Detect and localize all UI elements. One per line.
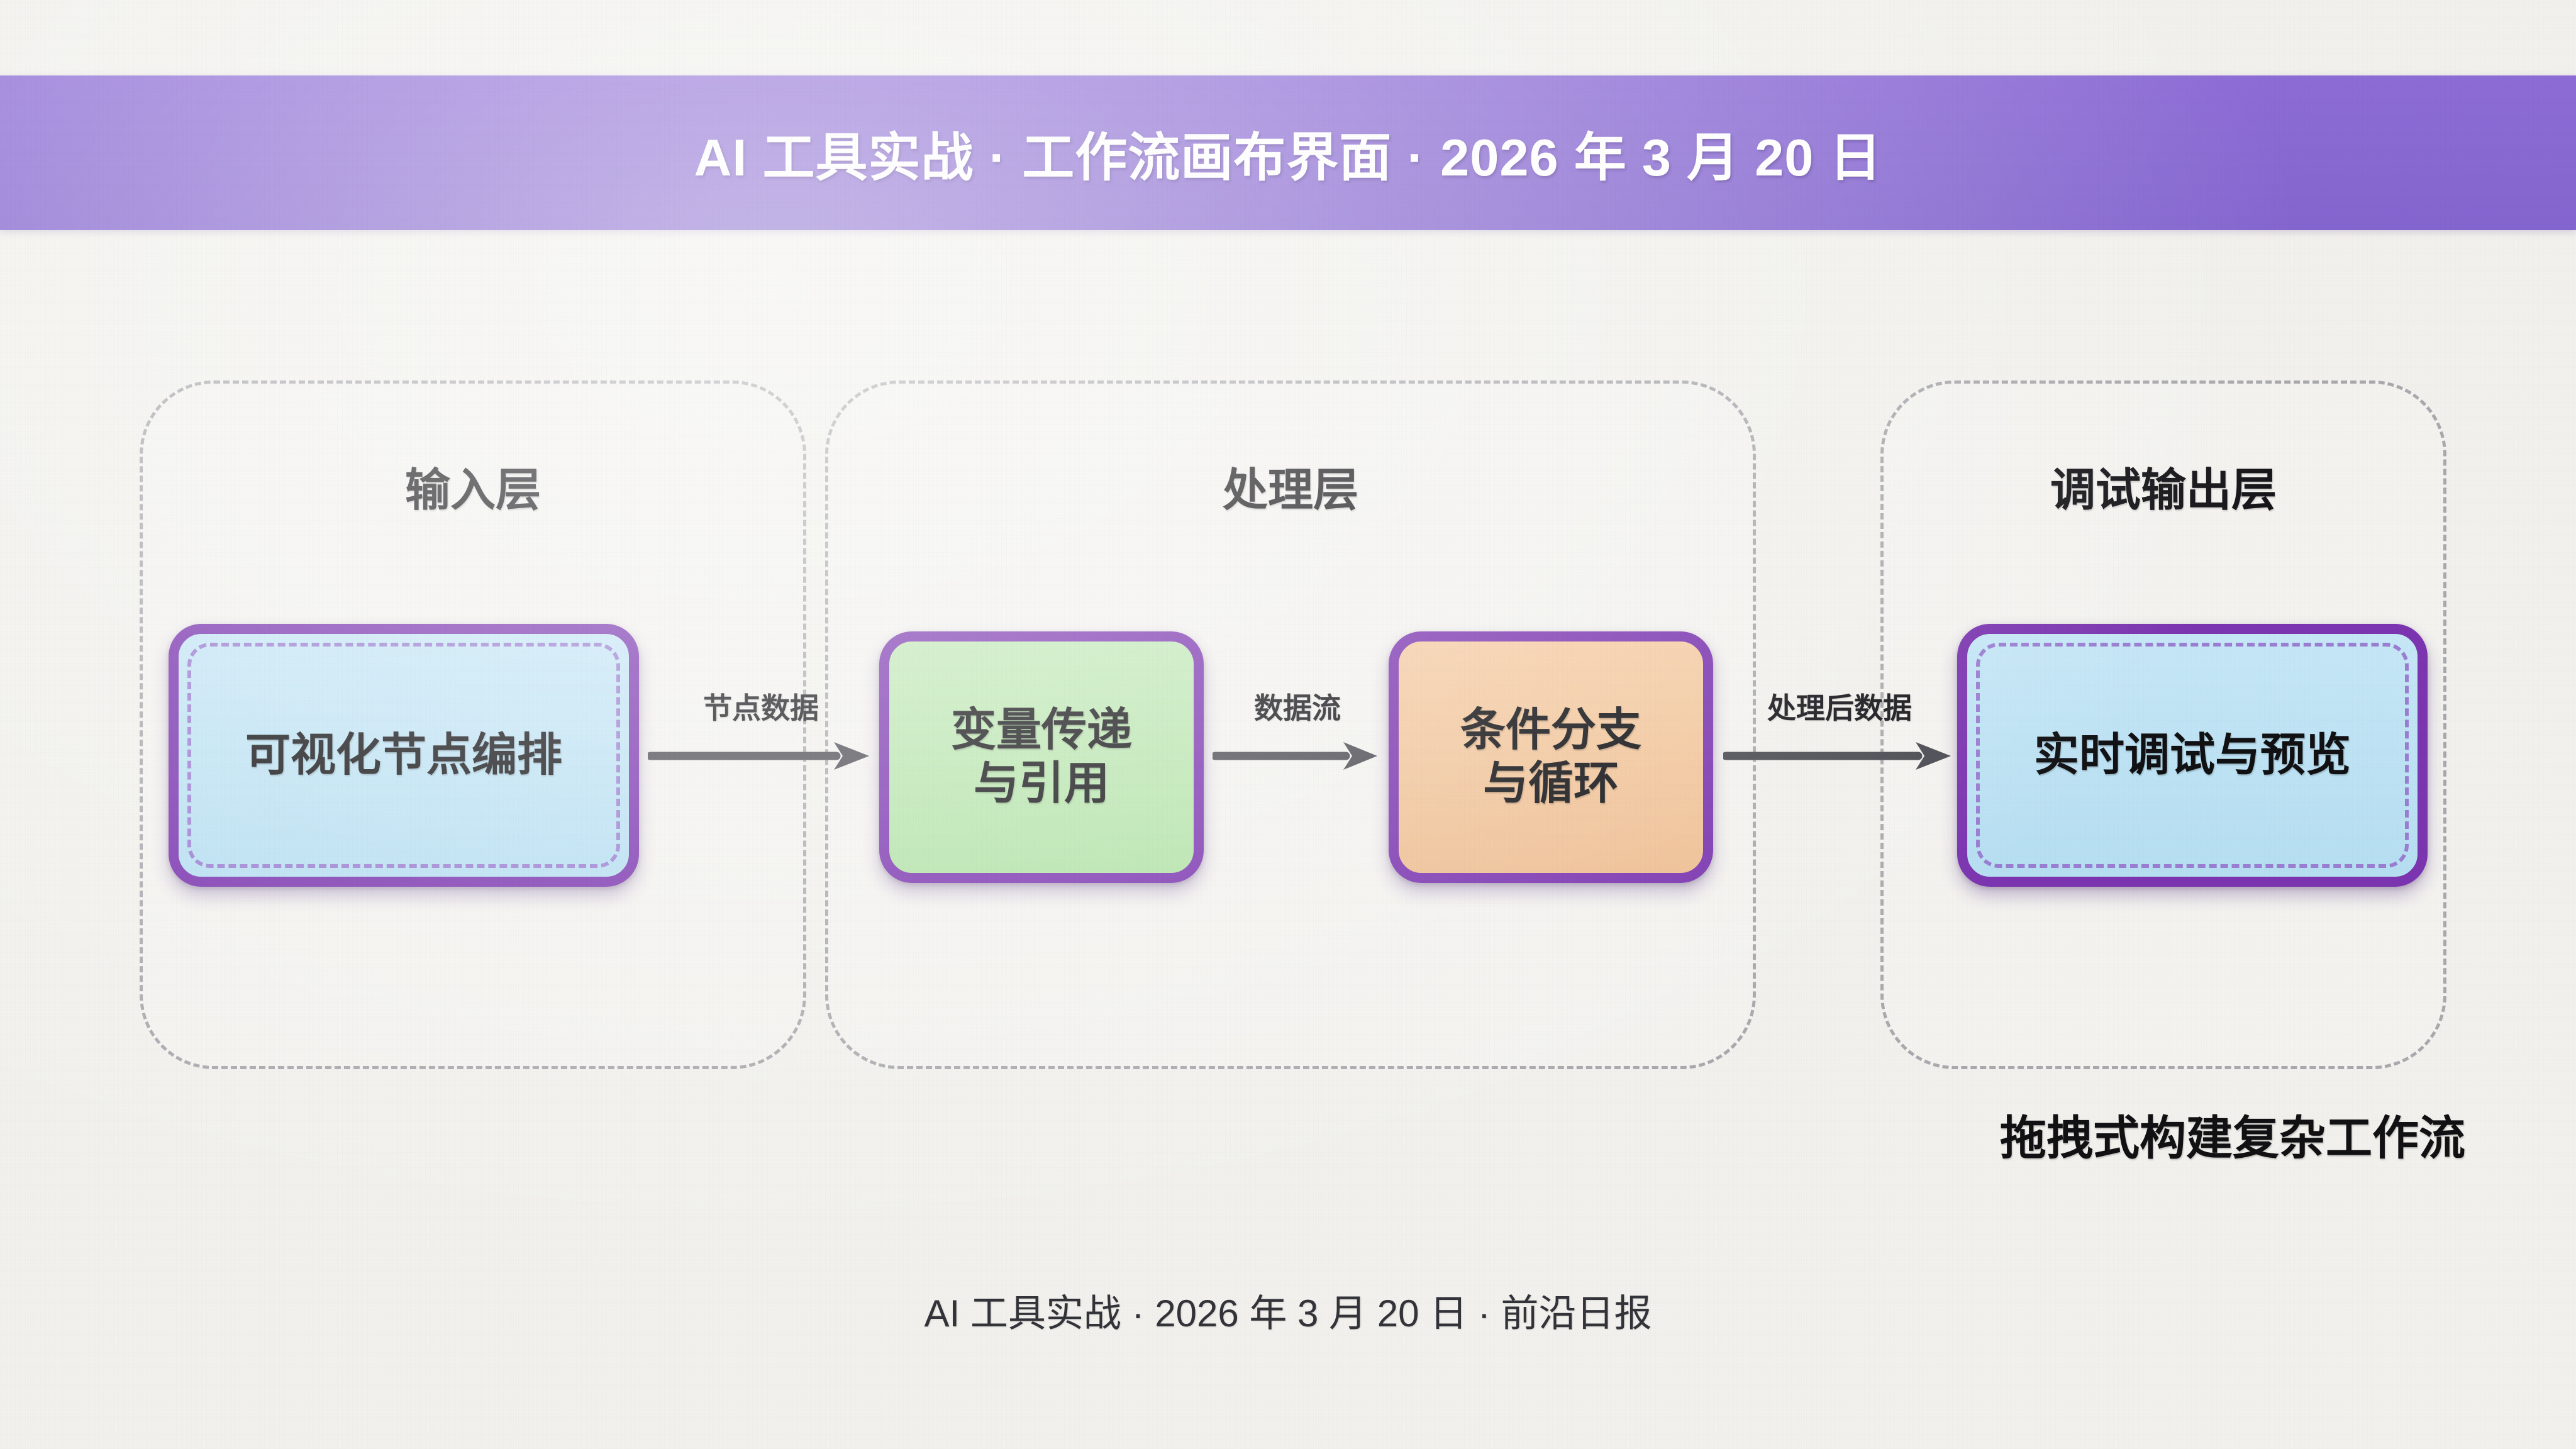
node-visual-orchestration[interactable]: 可视化节点编排 xyxy=(169,624,639,887)
group-label-output-layer: 调试输出层 xyxy=(2050,465,2277,516)
connector-node-data: 节点数据 xyxy=(648,686,874,805)
arrow-right-icon xyxy=(648,742,869,770)
arrow-right-icon xyxy=(1213,742,1377,770)
arrow-right-icon xyxy=(1723,742,1951,770)
node-label: 实时调试与预览 xyxy=(2033,730,2351,780)
node-conditional-loop[interactable]: 条件分支 与循环 xyxy=(1389,631,1713,883)
connector-label: 节点数据 xyxy=(703,692,819,724)
connector-data-flow: 数据流 xyxy=(1213,686,1382,805)
connector-processed-data: 处理后数据 xyxy=(1723,686,1956,805)
node-label: 变量传递 与引用 xyxy=(950,705,1132,809)
group-label-input-layer: 输入层 xyxy=(404,465,541,516)
connector-label: 数据流 xyxy=(1254,692,1341,724)
footer-attribution: AI 工具实战 · 2026 年 3 月 20 日 · 前沿日报 xyxy=(924,1292,1652,1335)
group-label-process-layer: 处理层 xyxy=(1222,465,1358,516)
node-variable-passing[interactable]: 变量传递 与引用 xyxy=(879,631,1204,883)
node-label: 可视化节点编排 xyxy=(245,730,562,780)
diagram-caption: 拖拽式构建复杂工作流 xyxy=(2000,1112,2465,1164)
connector-label: 处理后数据 xyxy=(1767,692,1912,724)
node-live-debug-preview[interactable]: 实时调试与预览 xyxy=(1957,624,2428,887)
node-label: 条件分支 与循环 xyxy=(1460,705,1641,809)
